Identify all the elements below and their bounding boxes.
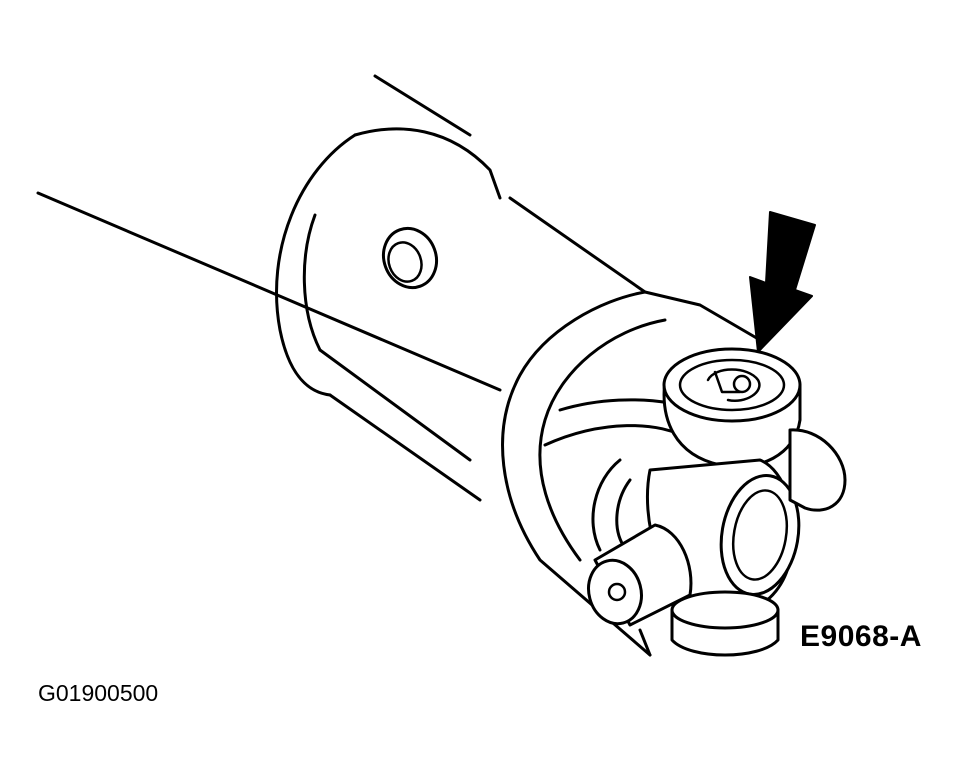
bearing-cap [662, 347, 802, 468]
slip-yoke-collar [275, 127, 502, 502]
reference-code: E9068-A [800, 620, 922, 653]
arrow-down-left-icon [749, 211, 816, 353]
figure-id: G01900500 [38, 680, 159, 706]
bottom-bearing-cap [638, 590, 780, 657]
collar-hole [382, 226, 438, 290]
driveshaft-tube [36, 74, 647, 392]
